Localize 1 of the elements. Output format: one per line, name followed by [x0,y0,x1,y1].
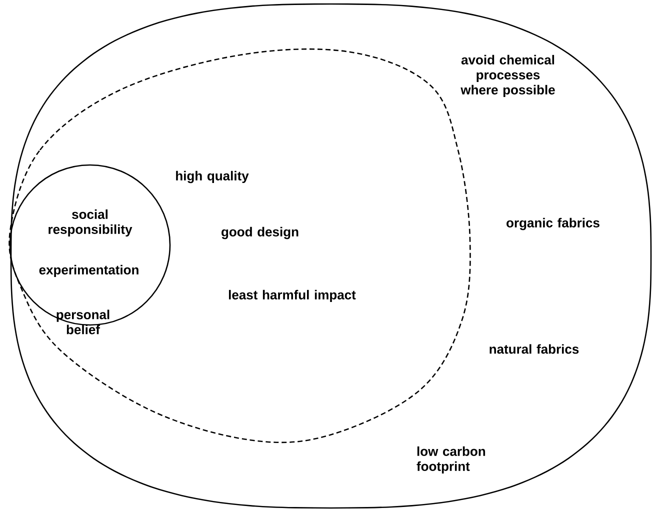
node-label: belief [66,324,100,334]
